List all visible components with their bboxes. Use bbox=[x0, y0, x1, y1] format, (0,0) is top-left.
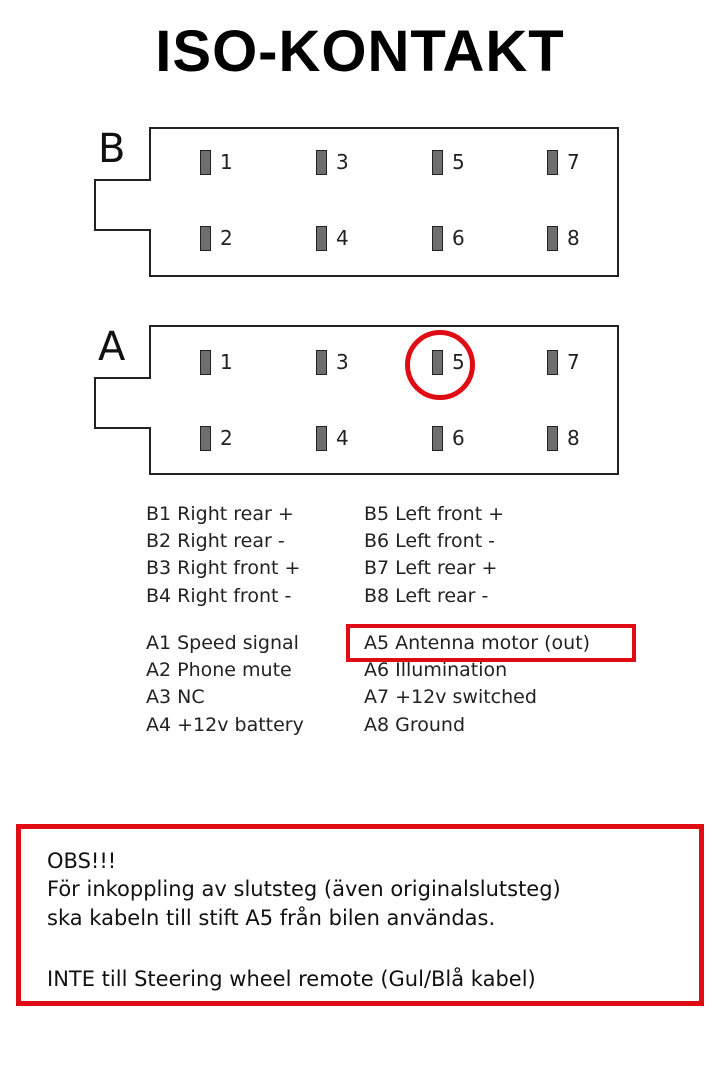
pin-number: 5 bbox=[452, 150, 465, 174]
pin-b1 bbox=[200, 150, 211, 175]
pin-a1 bbox=[200, 350, 211, 375]
pin-number: 2 bbox=[220, 226, 233, 250]
pin-number: 7 bbox=[567, 150, 580, 174]
legend-item: B7 Left rear + bbox=[364, 557, 498, 579]
pin-number: 6 bbox=[452, 226, 465, 250]
legend-item: A2 Phone mute bbox=[146, 659, 292, 681]
a5-highlight-box bbox=[346, 624, 636, 662]
note-box: OBS!!! För inkoppling av slutsteg (även … bbox=[16, 824, 704, 1006]
pin-number: 3 bbox=[336, 150, 349, 174]
legend-item: A6 Illumination bbox=[364, 659, 508, 681]
pin-number: 3 bbox=[336, 350, 349, 374]
legend-item: A3 NC bbox=[146, 686, 205, 708]
legend-item: A4 +12v battery bbox=[146, 714, 304, 736]
pin-a7 bbox=[547, 350, 558, 375]
legend-item: B4 Right front - bbox=[146, 585, 292, 607]
pin-number: 7 bbox=[567, 350, 580, 374]
legend-item: B2 Right rear - bbox=[146, 530, 285, 552]
pin-b8 bbox=[547, 226, 558, 251]
legend-item: A5 Antenna motor (out) bbox=[364, 632, 591, 654]
pin-number: 8 bbox=[567, 226, 580, 250]
pin-a4 bbox=[316, 426, 327, 451]
connector-b-outline bbox=[94, 127, 619, 277]
pin-number: 1 bbox=[220, 350, 233, 374]
legend-item: B6 Left front - bbox=[364, 530, 496, 552]
connector-b-label: B bbox=[98, 126, 126, 172]
connector-a-outline bbox=[94, 325, 619, 475]
page-title: ISO-KONTAKT bbox=[155, 19, 565, 84]
pin-number: 4 bbox=[336, 226, 349, 250]
pin-b5 bbox=[432, 150, 443, 175]
pin-a5-highlight-circle bbox=[405, 330, 475, 400]
legend-item: A8 Ground bbox=[364, 714, 466, 736]
connector-a-label: A bbox=[98, 324, 126, 370]
pin-number: 6 bbox=[452, 426, 465, 450]
pin-a3 bbox=[316, 350, 327, 375]
pin-b3 bbox=[316, 150, 327, 175]
pin-number: 4 bbox=[336, 426, 349, 450]
pin-a2 bbox=[200, 426, 211, 451]
note-line: För inkoppling av slutsteg (även origina… bbox=[47, 877, 561, 901]
pin-b7 bbox=[547, 150, 558, 175]
pin-a6 bbox=[432, 426, 443, 451]
pin-b2 bbox=[200, 226, 211, 251]
pin-b4 bbox=[316, 226, 327, 251]
legend-item: A7 +12v switched bbox=[364, 686, 537, 708]
note-line: INTE till Steering wheel remote (Gul/Blå… bbox=[47, 967, 536, 991]
legend-item: B8 Left rear - bbox=[364, 585, 489, 607]
pin-b6 bbox=[432, 226, 443, 251]
legend-item: B1 Right rear + bbox=[146, 503, 294, 525]
pin-number: 1 bbox=[220, 150, 233, 174]
legend-item: A1 Speed signal bbox=[146, 632, 299, 654]
pin-number: 8 bbox=[567, 426, 580, 450]
pin-number: 2 bbox=[220, 426, 233, 450]
pin-a8 bbox=[547, 426, 558, 451]
legend-item: B5 Left front + bbox=[364, 503, 505, 525]
legend-item: B3 Right front + bbox=[146, 557, 301, 579]
note-line: ska kabeln till stift A5 från bilen anvä… bbox=[47, 906, 496, 930]
note-line: OBS!!! bbox=[47, 849, 117, 873]
